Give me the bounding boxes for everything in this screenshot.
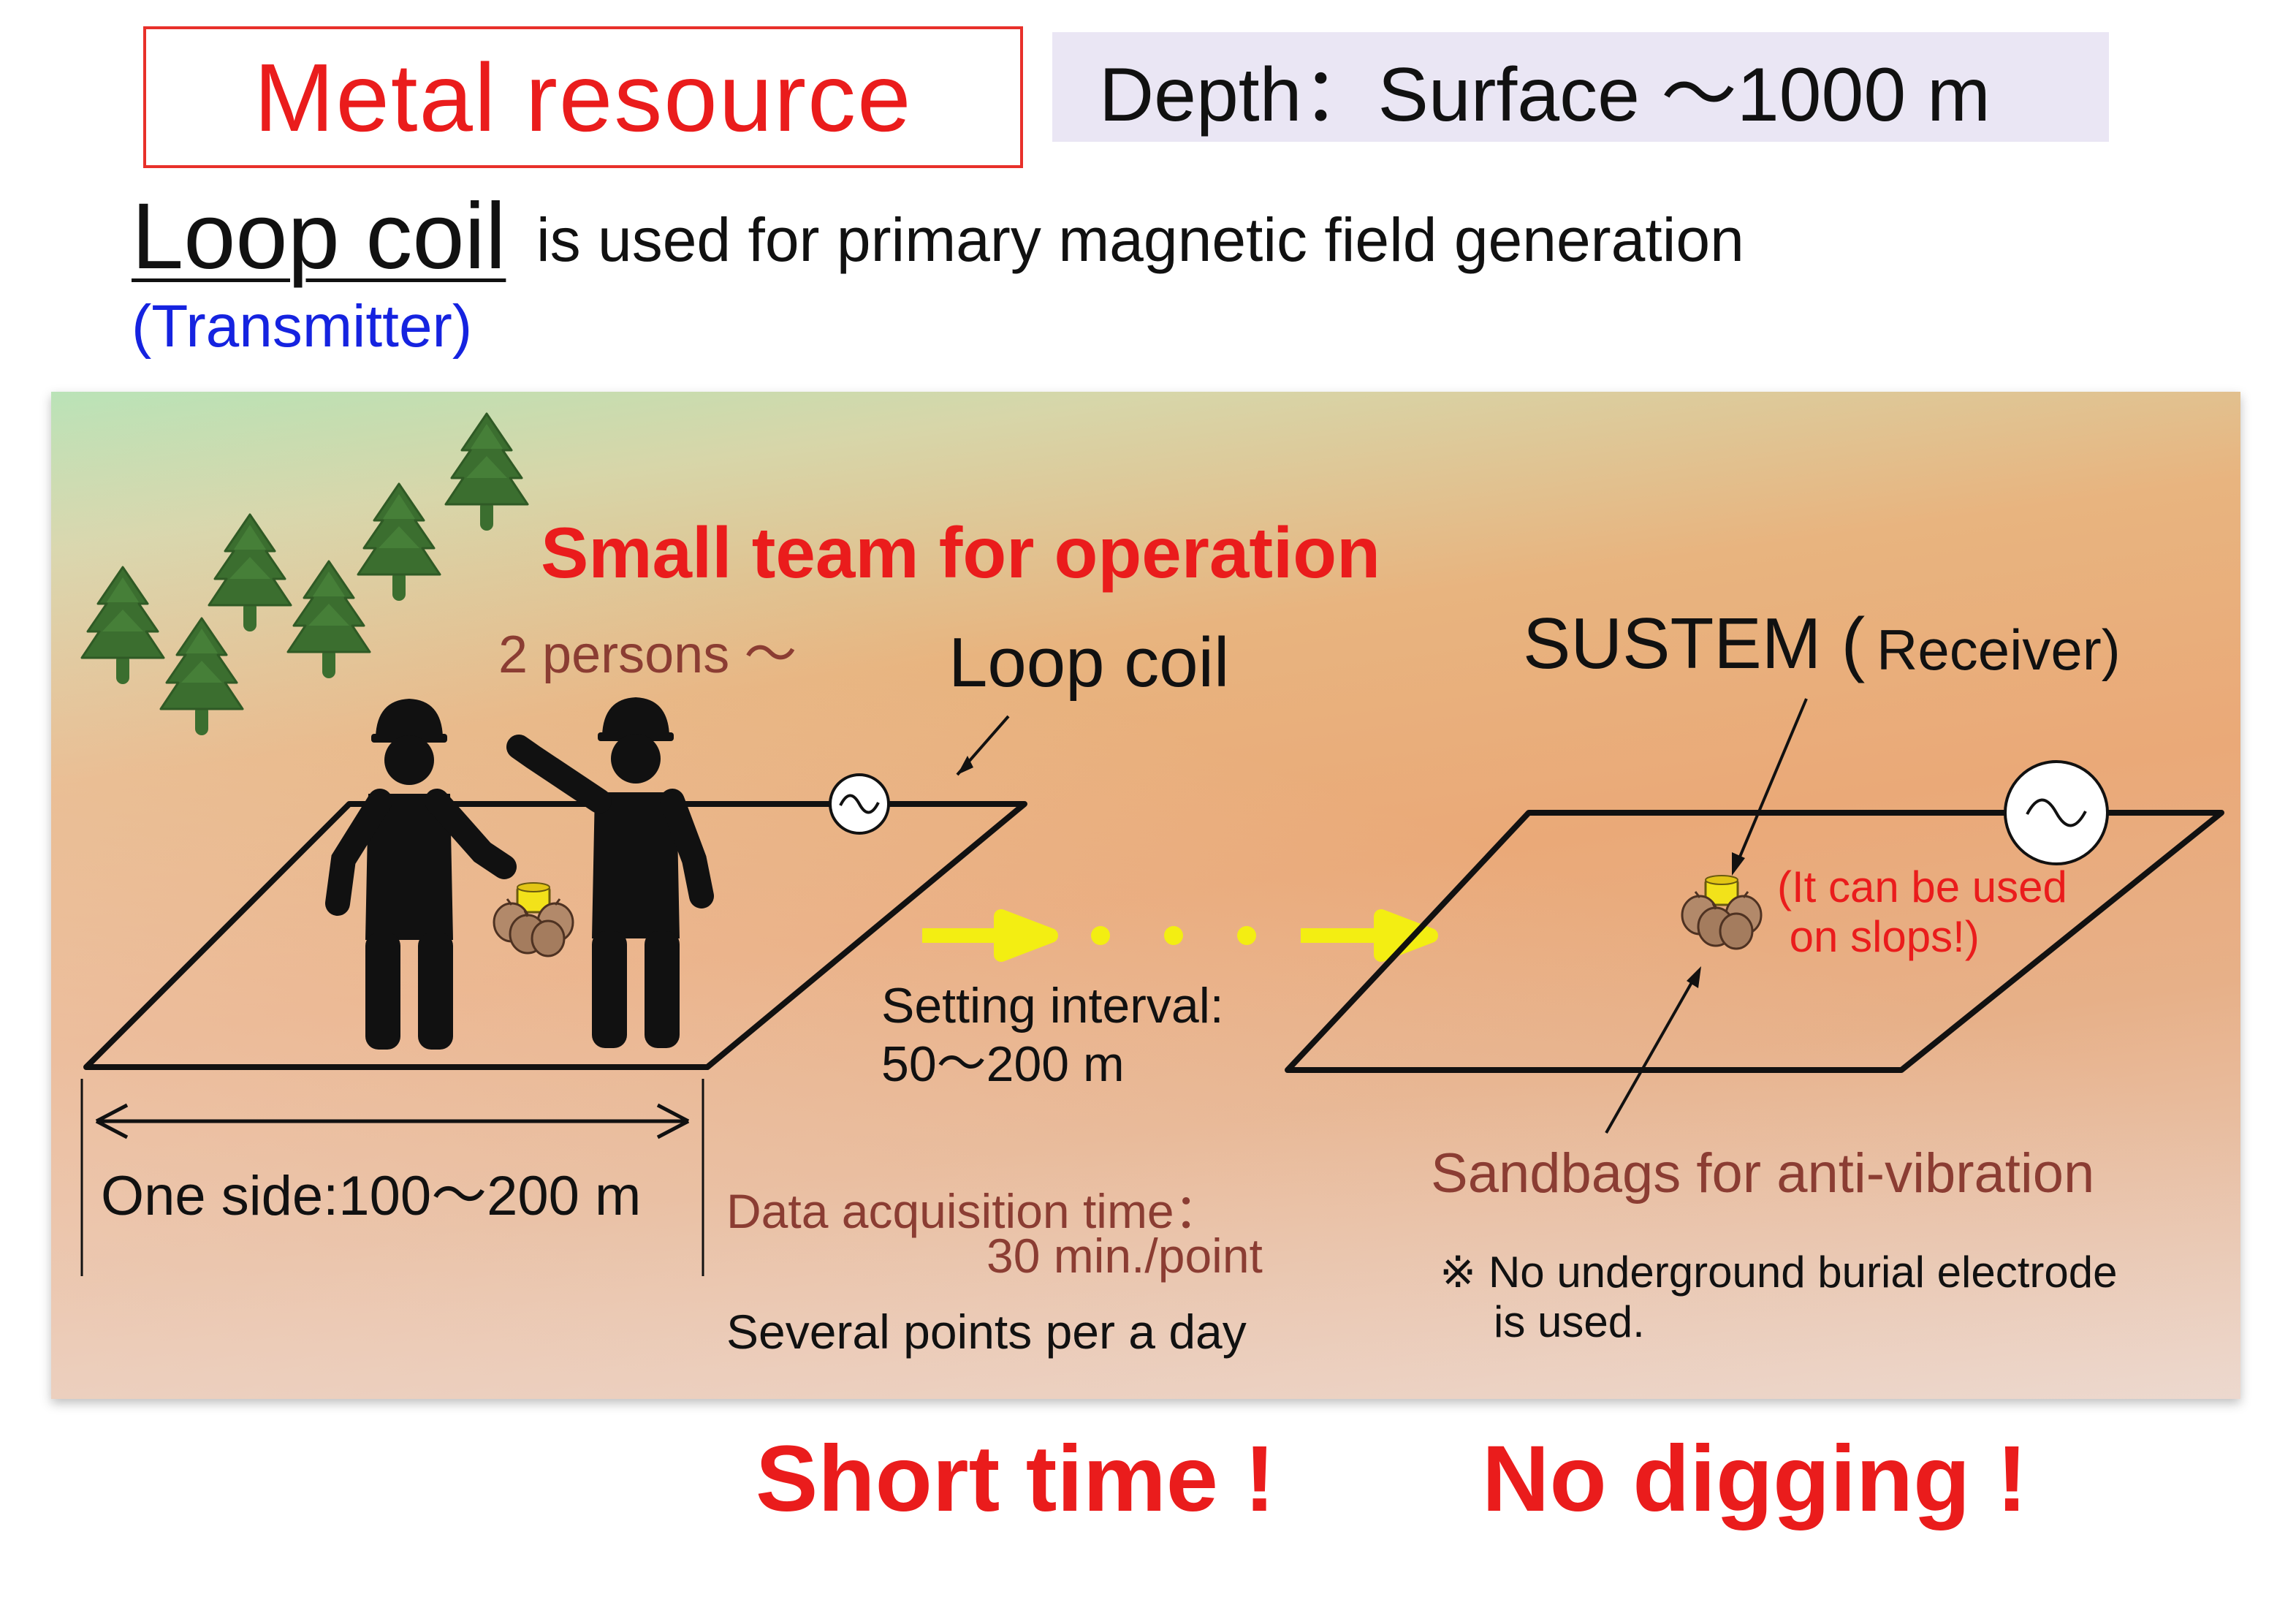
no-digging-label: No digging ! [1482,1427,2028,1531]
sandbags-pointer [1605,973,1698,1134]
depth-label: Depth：Surface ～1000 m [1099,52,1991,137]
loop-coil-label: Loop coil [949,623,1230,702]
depth-box: Depth：Surface ～1000 m [1052,32,2109,142]
setting-interval-label: Setting interval: 50～200 m [881,978,1224,1092]
sandbags-icon-right [1681,874,1763,950]
no-electrode-note: ※ No underground burial electrode [1440,1248,2118,1297]
loop-coil-heading: Loop coil [132,184,506,289]
sandbags-icon-left [493,881,574,957]
scene-illustration [80,412,2224,1276]
sustem-pointer [1735,698,1808,866]
slope-note: (It can be used on slops!) [1777,862,2067,961]
small-team-label: Small team for operation [541,512,1381,593]
data-acquisition-time-label: Data acquisition time： [726,1184,1223,1238]
loop-coil-right [1285,760,2224,1073]
survey-scene [51,392,2240,1399]
sustem-label: SUSTEM ( [1523,603,1866,683]
loop-coil-left [83,773,1027,1070]
receiver-label: Receiver) [1877,618,2121,682]
one-side-label: One side:100～200 m [101,1165,642,1227]
title-box: Metal resource [143,26,1023,168]
sandbags-label: Sandbags for anti-vibration [1431,1142,2095,1205]
transmitter-label: (Transmitter) [132,293,473,360]
worker-left-icon [325,699,517,1050]
page-title: Metal resource [254,43,913,151]
worker-right-icon [506,697,714,1048]
several-points-label: Several points per a day [726,1305,1247,1359]
no-electrode-note-cont: is used. [1494,1297,1645,1346]
tree-icon [80,412,529,737]
yellow-arrow-icon [922,909,1438,962]
loop-coil-description: is used for primary magnetic field gener… [536,205,1744,274]
dimension-arrow [80,1079,704,1276]
persons-label: 2 persons ～ [498,626,797,684]
data-acquisition-time-value: 30 min./point [987,1229,1263,1283]
short-time-label: Short time ! [756,1427,1276,1531]
